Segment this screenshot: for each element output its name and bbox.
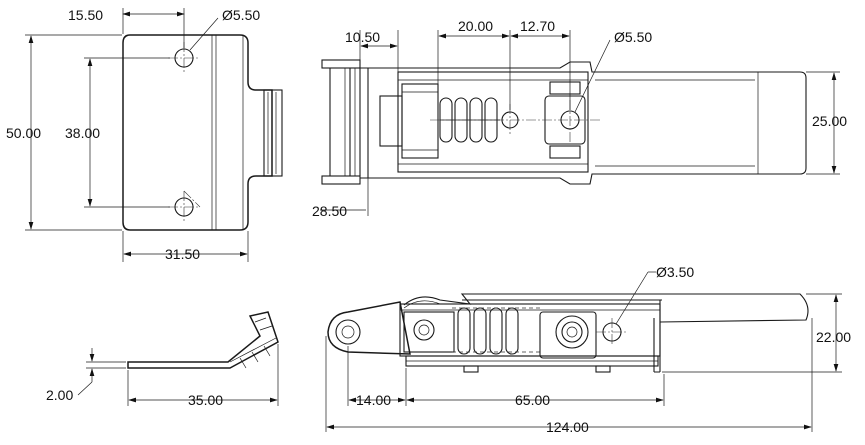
dim-bracket-38-00: 38.00 — [65, 125, 100, 141]
dim-latch-25-00: 25.00 — [812, 113, 847, 129]
bracket-side-view: 2.00 35.00 — [46, 311, 279, 408]
dim-bracket-31-50: 31.50 — [165, 246, 200, 262]
dim-latch-28-50: 28.50 — [312, 203, 347, 219]
dim-side-65-00: 65.00 — [515, 392, 550, 408]
dim-side-hole-dia: Ø3.50 — [656, 264, 694, 280]
latch-top-view: 10.50 20.00 12.70 Ø5.50 25.00 28.50 — [312, 18, 847, 219]
dim-bracket-hole-dia: Ø5.50 — [222, 7, 260, 23]
dim-side-14-00: 14.00 — [356, 392, 391, 408]
dim-side-124-00: 124.00 — [546, 419, 589, 435]
dim-latch-hole-dia: Ø5.50 — [614, 29, 652, 45]
latch-side-view: Ø3.50 22.00 14.00 65.00 124.00 — [325, 264, 851, 435]
dim-side-2-00: 2.00 — [46, 387, 73, 403]
dim-bracket-50-00: 50.00 — [6, 125, 41, 141]
dim-side-22-00: 22.00 — [816, 329, 851, 345]
dim-latch-12-70: 12.70 — [520, 18, 555, 34]
spring-coils-side — [452, 307, 540, 355]
dim-latch-20-00: 20.00 — [458, 18, 493, 34]
dim-bracket-15-50: 15.50 — [68, 7, 103, 23]
bracket-front-view: 15.50 Ø5.50 50.00 38.00 31.50 — [6, 7, 283, 262]
dim-side-35-00: 35.00 — [188, 392, 223, 408]
dim-latch-10-50: 10.50 — [345, 29, 380, 45]
